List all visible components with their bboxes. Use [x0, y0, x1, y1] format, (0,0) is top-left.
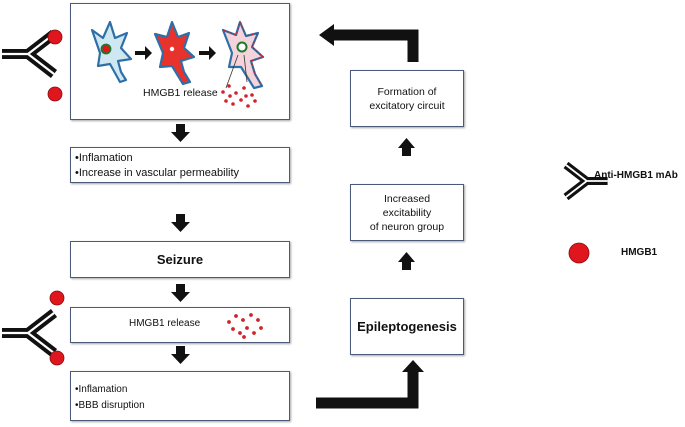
antibody-icon — [2, 34, 54, 74]
up-arrow-icon — [398, 138, 415, 156]
down-arrow-icon — [171, 346, 190, 364]
neuron-icon — [221, 20, 265, 90]
excitability-box: Increased excitability of neuron group — [350, 184, 464, 241]
hmgb1-dot-icon — [49, 290, 65, 306]
hmgb1-release-label: HMGB1 release — [129, 318, 201, 329]
neuron-icon — [153, 20, 196, 86]
hmgb1-particles — [221, 84, 257, 108]
excitability-line-2: excitability — [382, 206, 432, 219]
hmgb1-dot-icon — [568, 242, 590, 264]
hmgb1-particles — [227, 313, 263, 339]
inflammation-1-bullet-1: •Inflamation — [75, 152, 133, 164]
epileptogenesis-box: Epileptogenesis — [350, 298, 464, 355]
excitatory-circuit-box: Formation of excitatory circuit — [350, 70, 464, 127]
inflammation-2-bullet-1: •Inflamation — [75, 384, 128, 395]
hmgb1-dot-icon — [49, 350, 65, 366]
down-arrow-icon — [171, 124, 190, 142]
circuit-line-1: Formation of — [377, 85, 437, 98]
circuit-line-2: excitatory circuit — [369, 99, 445, 112]
excitatory-circuit-text: Formation of excitatory circuit — [369, 85, 444, 113]
antibody-icon — [566, 165, 608, 197]
right-arrow-icon — [199, 46, 216, 60]
legend-hmgb1-label: HMGB1 — [621, 247, 658, 258]
seizure-box: Seizure — [70, 241, 290, 278]
seizure-label: Seizure — [156, 252, 204, 267]
down-arrow-icon — [171, 284, 190, 302]
neuron-icon — [90, 20, 133, 84]
epileptogenesis-label: Epileptogenesis — [357, 319, 457, 334]
hmgb1-release-box — [70, 307, 290, 343]
inflammation-box-2 — [70, 371, 290, 421]
hmgb1-dot-icon — [47, 29, 63, 45]
neuron-release-caption: HMGB1 release — [143, 87, 218, 99]
inflammation-2-bullet-2: •BBB disruption — [75, 400, 145, 411]
legend-antibody-label: Anti-HMGB1 mAb — [594, 170, 678, 181]
antibody-icon — [2, 313, 54, 353]
excitability-text: Increased excitability of neuron group — [370, 192, 444, 234]
excitability-line-1: Increased — [383, 192, 431, 205]
hmgb1-dot-icon — [47, 86, 63, 102]
up-arrow-icon — [398, 252, 415, 270]
excitability-line-3: of neuron group — [369, 220, 445, 233]
down-arrow-icon — [171, 214, 190, 232]
inflammation-box-1 — [70, 147, 290, 183]
inflammation-1-bullet-2: •Increase in vascular permeability — [75, 167, 240, 179]
elbow-arrow-icon — [316, 360, 424, 409]
elbow-arrow-icon — [319, 24, 419, 62]
right-arrow-icon — [135, 46, 152, 60]
